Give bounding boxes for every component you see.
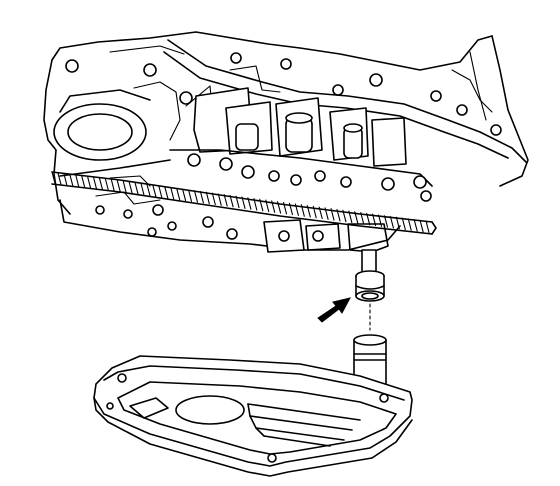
lower-valve-body [59, 199, 401, 273]
arrow-icon [317, 297, 351, 323]
pan-gasket-edge [51, 171, 437, 235]
filter-seal [355, 270, 385, 302]
transmission-filter [93, 334, 413, 477]
transmission-case [43, 31, 529, 215]
valve-body [59, 87, 433, 240]
